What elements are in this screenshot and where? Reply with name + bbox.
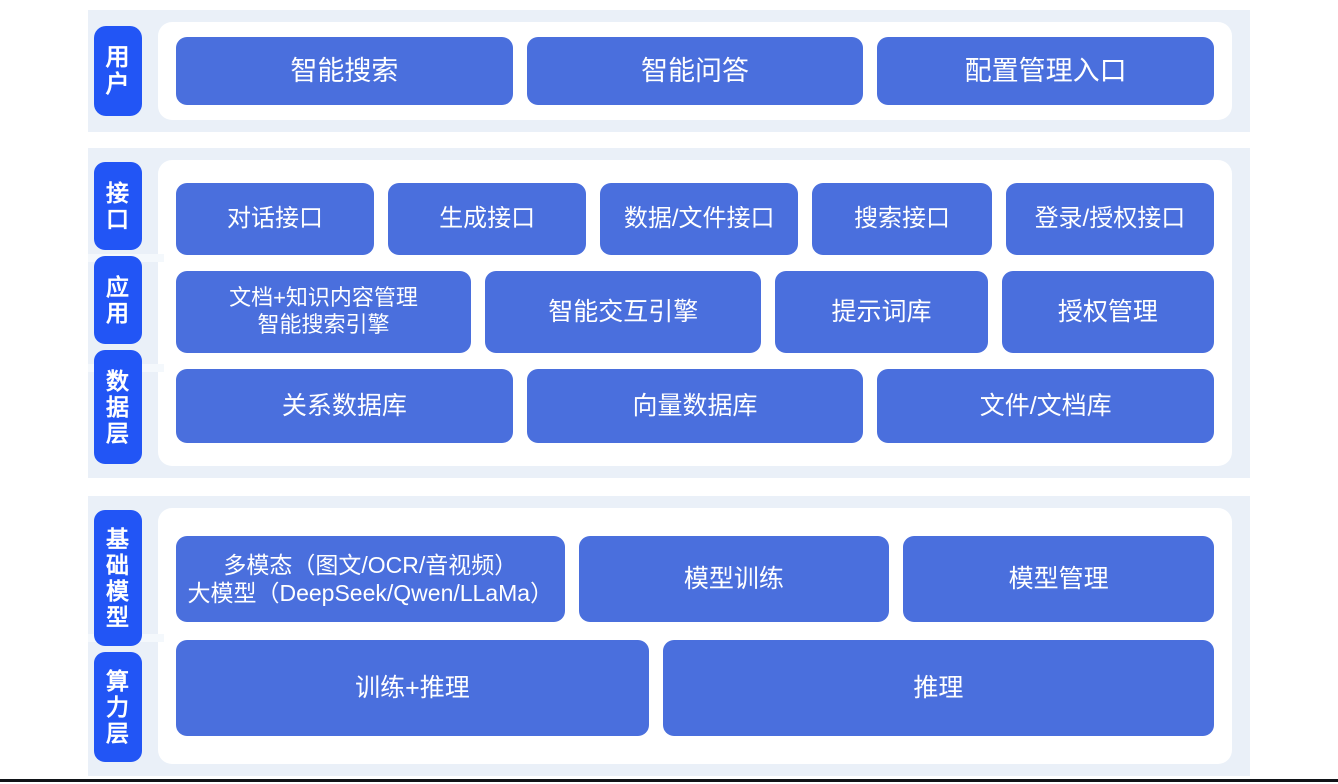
chip-label: 智能问答 bbox=[641, 55, 749, 86]
layer-tab-foundation-model[interactable]: 基 础 模 型 bbox=[94, 510, 142, 647]
data-layer-row: 关系数据库 向量数据库 文件/文档库 bbox=[176, 369, 1215, 443]
chip-label-line-2: 大模型（DeepSeek/Qwen/LLaMa） bbox=[187, 580, 554, 606]
chip-label: 提示词库 bbox=[831, 298, 932, 326]
section-middle: 接 口 应 用 数 据 层 对话接口 生成接口 bbox=[88, 148, 1250, 478]
layer-tab-interface-char-1: 口 bbox=[106, 205, 130, 232]
application-row: 文档+知识内容管理 智能搜索引擎 智能交互引擎 提示词库 授权管理 bbox=[176, 271, 1214, 353]
section-user-panel: 智能搜索 智能问答 配置管理入口 bbox=[158, 22, 1232, 120]
chip-label: 对话接口 bbox=[227, 204, 324, 232]
layer-tab-foundation-model-char-1: 础 bbox=[106, 551, 130, 578]
layer-tab-foundation-model-char-3: 型 bbox=[106, 604, 130, 631]
layer-tab-foundation-model-char-2: 模 bbox=[106, 578, 130, 605]
chip-label: 关系数据库 bbox=[281, 392, 407, 420]
model-row: 多模态（图文/OCR/音视频） 大模型（DeepSeek/Qwen/LLaMa）… bbox=[176, 536, 1214, 622]
chip-label-line-2: 智能搜索引擎 bbox=[257, 312, 390, 337]
chip-label: 授权管理 bbox=[1057, 298, 1158, 326]
chip-label: 登录/授权接口 bbox=[1034, 204, 1186, 232]
chip-label: 推理 bbox=[913, 674, 964, 702]
chip-label: 模型管理 bbox=[1008, 565, 1109, 593]
chip-dialog-api[interactable]: 对话接口 bbox=[176, 183, 375, 255]
section-middle-panel: 对话接口 生成接口 数据/文件接口 搜索接口 登录/授权接口 文档+知识内容管理 bbox=[158, 160, 1232, 466]
chip-login-auth-api[interactable]: 登录/授权接口 bbox=[1005, 183, 1214, 255]
layer-tab-user[interactable]: 用 户 bbox=[94, 26, 142, 116]
chip-relational-database[interactable]: 关系数据库 bbox=[176, 369, 513, 443]
layer-tab-application-char-1: 用 bbox=[106, 299, 130, 326]
chip-label: 模型训练 bbox=[683, 565, 784, 593]
section-base-tabs: 基 础 模 型 算 力 层 bbox=[88, 496, 148, 776]
chip-file-document-store[interactable]: 文件/文档库 bbox=[877, 369, 1215, 443]
chip-prompt-library[interactable]: 提示词库 bbox=[775, 271, 988, 353]
chip-intelligent-search[interactable]: 智能搜索 bbox=[176, 37, 513, 105]
section-middle-tabs: 接 口 应 用 数 据 层 bbox=[88, 148, 148, 478]
chip-multimodal-large-model[interactable]: 多模态（图文/OCR/音视频） 大模型（DeepSeek/Qwen/LLaMa） bbox=[176, 536, 565, 622]
layer-tab-interface[interactable]: 接 口 bbox=[94, 162, 142, 250]
chip-label-line-1: 文档+知识内容管理 bbox=[229, 285, 418, 311]
layer-tab-application-char-0: 应 bbox=[106, 273, 130, 300]
chip-search-api[interactable]: 搜索接口 bbox=[812, 183, 992, 255]
chip-label: 文件/文档库 bbox=[979, 392, 1112, 420]
layer-tab-data-char-1: 据 bbox=[106, 393, 130, 420]
layer-tab-compute-char-2: 层 bbox=[106, 720, 130, 747]
section-base: 基 础 模 型 算 力 层 多模态（图文/OCR/音视频） 大模型（DeepSe… bbox=[88, 496, 1250, 776]
layer-tab-user-char-0: 用 bbox=[105, 43, 131, 71]
chip-interaction-engine[interactable]: 智能交互引擎 bbox=[485, 271, 762, 353]
interface-row: 对话接口 生成接口 数据/文件接口 搜索接口 登录/授权接口 bbox=[176, 183, 1214, 255]
chip-label: 数据/文件接口 bbox=[623, 204, 775, 232]
chip-training-plus-inference[interactable]: 训练+推理 bbox=[176, 640, 649, 736]
layer-tab-user-char-1: 户 bbox=[105, 71, 131, 98]
section-base-panel: 多模态（图文/OCR/音视频） 大模型（DeepSeek/Qwen/LLaMa）… bbox=[158, 508, 1232, 764]
chip-doc-knowledge-management[interactable]: 文档+知识内容管理 智能搜索引擎 bbox=[176, 271, 471, 353]
chip-label: 向量数据库 bbox=[632, 392, 758, 420]
chip-vector-database[interactable]: 向量数据库 bbox=[526, 369, 864, 443]
layer-tab-application[interactable]: 应 用 bbox=[94, 255, 142, 344]
user-entry-row: 智能搜索 智能问答 配置管理入口 bbox=[176, 37, 1215, 105]
layer-tab-data[interactable]: 数 据 层 bbox=[94, 349, 142, 464]
layer-tab-compute[interactable]: 算 力 层 bbox=[94, 652, 142, 762]
section-user: 用 户 智能搜索 智能问答 配置管理入口 bbox=[88, 10, 1250, 132]
layer-tab-compute-char-0: 算 bbox=[106, 667, 130, 694]
chip-data-file-api[interactable]: 数据/文件接口 bbox=[600, 183, 799, 255]
chip-label: 配置管理入口 bbox=[964, 55, 1127, 86]
chip-authorization-management[interactable]: 授权管理 bbox=[1001, 271, 1214, 353]
layer-tab-data-char-0: 数 bbox=[106, 367, 130, 394]
chip-generation-api[interactable]: 生成接口 bbox=[388, 183, 587, 255]
chip-label: 智能搜索 bbox=[290, 55, 399, 86]
chip-inference[interactable]: 推理 bbox=[662, 640, 1214, 736]
layer-tab-compute-char-1: 力 bbox=[106, 693, 130, 720]
chip-label-line-1: 多模态（图文/OCR/音视频） bbox=[223, 551, 518, 578]
chip-model-management[interactable]: 模型管理 bbox=[903, 536, 1214, 622]
compute-row: 训练+推理 推理 bbox=[176, 640, 1214, 736]
chip-model-training[interactable]: 模型训练 bbox=[578, 536, 890, 622]
chip-config-management-entry[interactable]: 配置管理入口 bbox=[877, 37, 1215, 105]
chip-label: 训练+推理 bbox=[355, 674, 470, 702]
chip-label: 搜索接口 bbox=[854, 204, 951, 232]
section-user-tabs: 用 户 bbox=[88, 10, 148, 132]
chip-intelligent-qa[interactable]: 智能问答 bbox=[526, 37, 864, 105]
bottom-rule bbox=[0, 779, 1338, 782]
chip-label: 智能交互引擎 bbox=[548, 298, 699, 326]
chip-label: 生成接口 bbox=[439, 204, 536, 232]
layer-tab-interface-char-0: 接 bbox=[106, 179, 130, 206]
layer-tab-foundation-model-char-0: 基 bbox=[106, 525, 130, 552]
layer-tab-data-char-2: 层 bbox=[106, 420, 130, 447]
